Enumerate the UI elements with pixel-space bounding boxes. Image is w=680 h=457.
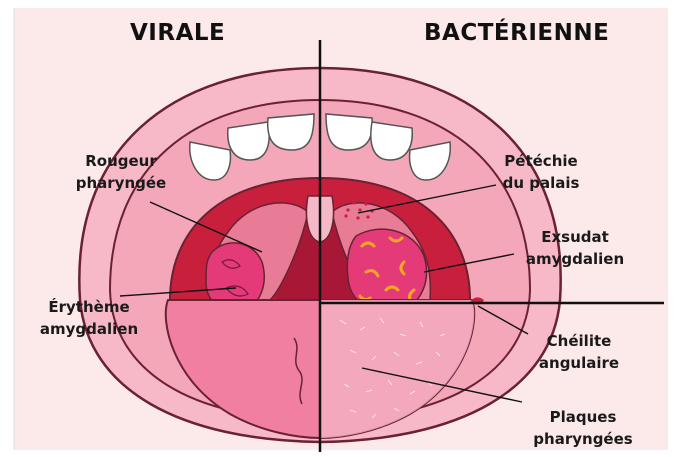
label-plaques-pharyngees: Plaques pharyngées — [518, 406, 648, 450]
label-cheilite-angulaire: Chéilite angulaire — [514, 330, 644, 374]
label-petechie-du-palais: Pétéchie du palais — [486, 150, 596, 194]
title-bacterial: BACTÉRIENNE — [424, 20, 609, 46]
label-exsudat-amygdalien: Exsudat amygdalien — [510, 226, 640, 270]
label-erytheme-amygdalien: Érythème amygdalien — [24, 296, 154, 340]
label-rougeur-pharyngee: Rougeur pharyngée — [56, 150, 186, 194]
title-viral: VIRALE — [130, 20, 225, 46]
